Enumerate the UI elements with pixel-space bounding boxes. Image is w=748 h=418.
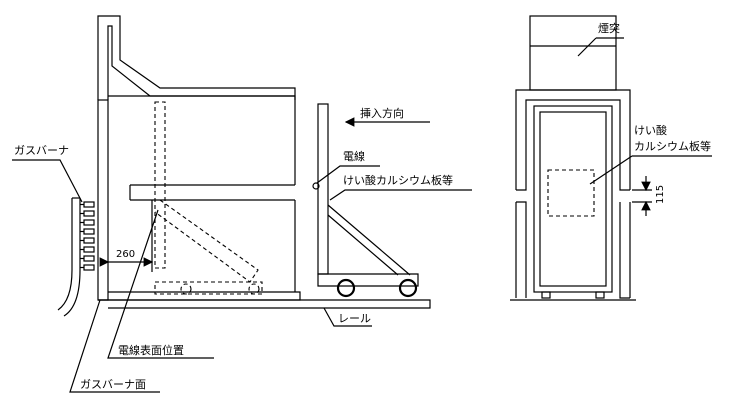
front-inner-frame [516, 99, 630, 299]
cart-brace [327, 204, 411, 276]
rail-bar [98, 299, 431, 309]
label-insertion-direction: 挿入方向 [360, 106, 404, 120]
leader-chimney [577, 37, 624, 57]
furnace-upper-right [108, 95, 296, 185]
specimen-cart [312, 103, 419, 298]
burner-pipe-outer [57, 198, 73, 311]
front-specimen-inner [539, 111, 607, 287]
front-foot-right [595, 291, 605, 299]
front-view-furnace [510, 15, 636, 301]
burner-nozzles [80, 201, 95, 271]
chimney-inner [107, 25, 295, 100]
specimen-dashed [154, 101, 263, 295]
burner-nozzle [83, 264, 95, 271]
label-electric-wire: 電線 [343, 149, 365, 163]
front-foot-left [541, 291, 551, 299]
burner-nozzle [83, 210, 95, 217]
label-burner-face: ガスバーナ面 [80, 378, 146, 391]
burner-nozzle [83, 237, 95, 244]
specimen-wheel-right [248, 283, 260, 295]
burner-nozzle [83, 201, 95, 208]
leader-calcium-silicate-side [329, 189, 472, 201]
specimen-base [154, 281, 263, 295]
label-calcium-silicate-front-2: カルシウム板等 [634, 139, 711, 153]
label-chimney: 煙突 [598, 21, 620, 35]
burner-pipe-inner [63, 198, 81, 317]
dimension-115-text: 115 [655, 185, 666, 204]
label-calcium-silicate-front-1: けい酸 [634, 123, 667, 137]
dimension-260: 260 [99, 200, 154, 272]
specimen-wheel-left [180, 283, 192, 295]
label-gas-burner: ガスバーナ [14, 144, 69, 157]
cart-wheel-right [398, 278, 418, 298]
leader-rail [323, 307, 372, 327]
dimension-115: 115 [632, 176, 666, 216]
burner-nozzle [83, 228, 95, 235]
cart-wheel-left [336, 278, 356, 298]
label-rail: レール [338, 312, 371, 325]
front-specimen-panel [533, 105, 613, 293]
leader-calcium-silicate-front [589, 155, 712, 185]
wire-marker [312, 182, 320, 190]
rail [98, 299, 431, 309]
furnace-left-wall [97, 99, 109, 301]
furnace-opening-shelf [129, 184, 295, 201]
leader-gas-burner [12, 159, 83, 203]
dimension-260-text: 260 [116, 249, 135, 260]
leader-burner-face [69, 299, 160, 393]
cart-board [317, 103, 329, 275]
front-calcium-silicate-board [547, 169, 595, 217]
leader-wire-surface [107, 209, 214, 359]
gas-burner [57, 197, 95, 317]
leader-electric-wire [316, 165, 380, 184]
front-outer-frame [515, 89, 631, 298]
furnace-outer-upper [97, 15, 296, 100]
burner-nozzle [83, 219, 95, 226]
label-wire-surface-position: 電線表面位置 [118, 343, 184, 357]
label-calcium-silicate-side: けい酸カルシウム板等 [343, 173, 453, 187]
cart-base [317, 273, 419, 287]
burner-nozzle [83, 246, 95, 253]
burner-nozzle [83, 255, 95, 262]
specimen-brace [154, 199, 259, 283]
